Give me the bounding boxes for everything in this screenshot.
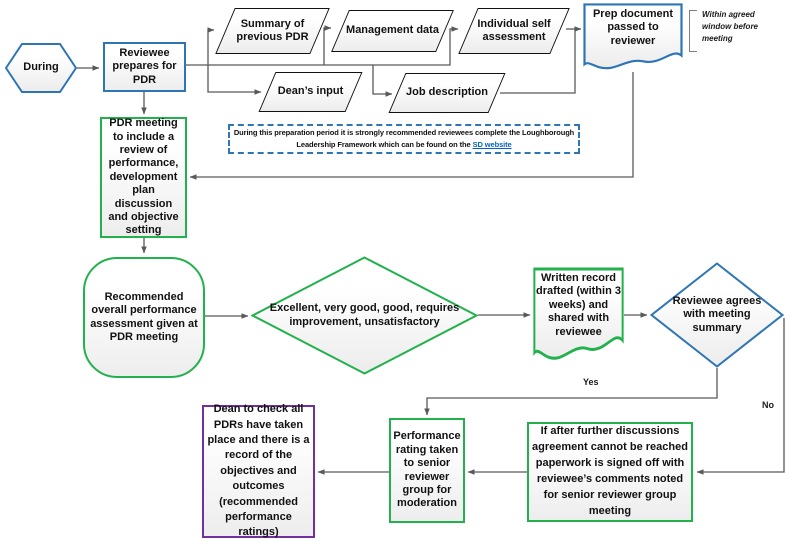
yes-label: Yes bbox=[583, 377, 599, 387]
written-record-label: Written record drafted (within 3 weeks) … bbox=[536, 272, 621, 338]
dean-check-label: Dean to check all PDRs have taken place … bbox=[207, 403, 310, 539]
connector-agrees-yes-to-moderation bbox=[424, 368, 718, 416]
advice-note-line2: Leadership Framework which can be found … bbox=[230, 139, 578, 151]
moderation-box: Performance rating taken to senior revie… bbox=[389, 418, 465, 523]
deans-input-label: Dean’s input bbox=[277, 85, 344, 98]
connector-trunk-to-deans-input bbox=[207, 65, 262, 95]
ratings-label: Excellent, very good, good, requires imp… bbox=[269, 302, 460, 328]
disagreement-box: If after further discussions agreement c… bbox=[527, 422, 693, 522]
during-hexagon: During bbox=[5, 43, 77, 93]
job-description-parallelogram: Job description bbox=[387, 73, 507, 113]
connector-trunk-to-summary bbox=[207, 27, 215, 65]
advice-note: During this preparation period it is str… bbox=[228, 124, 580, 154]
agrees-diamond: Reviewee agrees with meeting summary bbox=[650, 262, 784, 368]
window-note: Within agreed window before meeting bbox=[702, 10, 758, 43]
advice-note-line2-text: Leadership Framework which can be found … bbox=[296, 140, 473, 149]
prepare-label: Reviewee prepares for PDR bbox=[112, 46, 177, 86]
sd-website-link[interactable]: SD website bbox=[472, 140, 512, 149]
pdr-meeting-box: PDR meeting to include a review of perfo… bbox=[100, 117, 187, 238]
moderation-label: Performance rating taken to senior revie… bbox=[393, 430, 461, 510]
no-label: No bbox=[762, 400, 774, 410]
prep-document-shape: Prep document passed to reviewer bbox=[583, 3, 683, 73]
management-label: Management data bbox=[346, 24, 439, 37]
hexagon-shape bbox=[5, 43, 77, 93]
written-record-shape: Written record drafted (within 3 weeks) … bbox=[533, 267, 624, 365]
deans-input-parallelogram: Dean’s input bbox=[257, 72, 364, 112]
during-label: During bbox=[23, 61, 59, 74]
individual-parallelogram: Individual self assessment bbox=[458, 8, 570, 54]
prep-document-label: Prep document passed to reviewer bbox=[592, 8, 674, 47]
dean-check-box: Dean to check all PDRs have taken place … bbox=[202, 403, 315, 539]
prepare-box: Reviewee prepares for PDR bbox=[103, 42, 186, 92]
bracket-shape bbox=[689, 10, 697, 52]
diamond-shape bbox=[251, 256, 478, 375]
ratings-diamond: Excellent, very good, good, requires imp… bbox=[251, 256, 478, 375]
individual-label: Individual self assessment bbox=[477, 17, 551, 43]
recommended-label: Recommended overall performance assessme… bbox=[90, 290, 198, 343]
pdr-meeting-label: PDR meeting to include a review of perfo… bbox=[108, 117, 179, 237]
job-description-label: Job description bbox=[406, 86, 488, 99]
document-shape bbox=[533, 267, 624, 360]
disagreement-label: If after further discussions agreement c… bbox=[532, 425, 688, 517]
summary-parallelogram: Summary of previous PDR bbox=[215, 8, 330, 54]
document-shape bbox=[583, 3, 683, 70]
agrees-label: Reviewee agrees with meeting summary bbox=[672, 294, 762, 334]
advice-note-line1: During this preparation period it is str… bbox=[233, 128, 575, 137]
management-parallelogram: Management data bbox=[330, 10, 455, 52]
summary-label: Summary of previous PDR bbox=[236, 17, 309, 43]
recommended-shape: Recommended overall performance assessme… bbox=[83, 257, 205, 378]
